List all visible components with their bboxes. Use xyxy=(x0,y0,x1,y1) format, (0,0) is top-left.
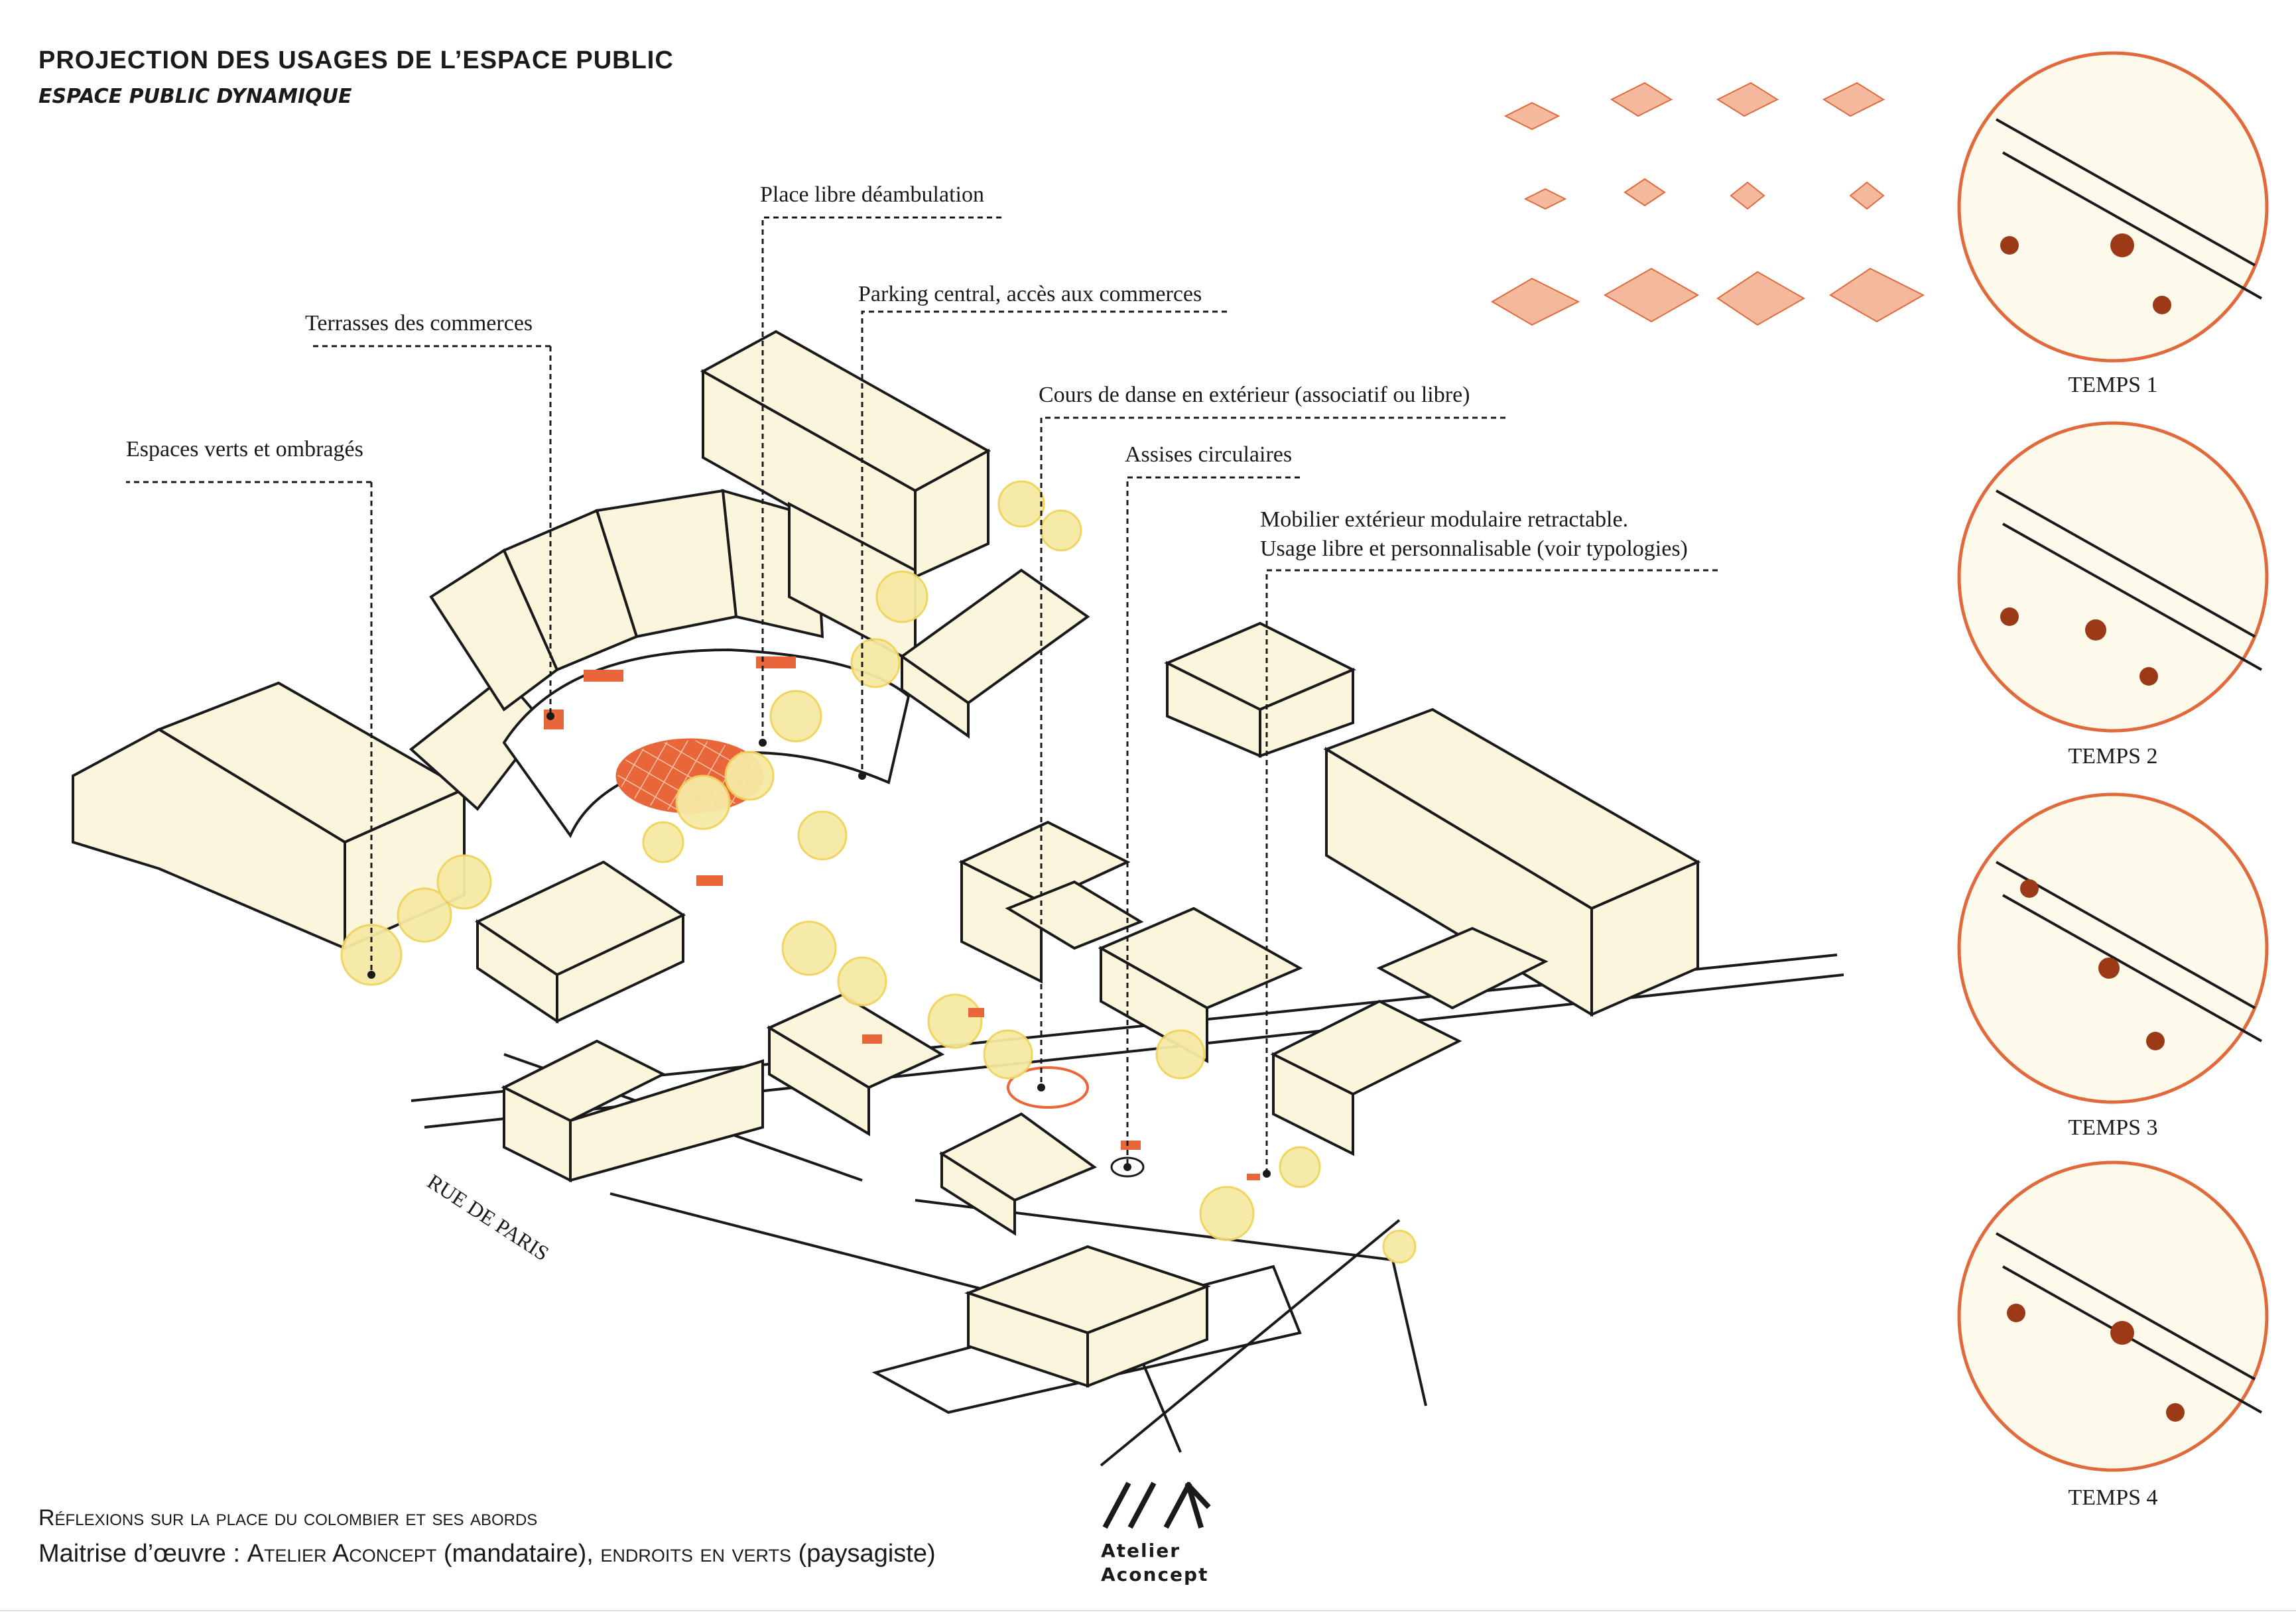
temps-label-2: TEMPS 2 xyxy=(2068,744,2158,769)
callout-assises: Assises circulaires xyxy=(1125,442,1293,467)
modular-furniture xyxy=(544,656,1260,1180)
callout-mobilier-line2: Usage libre et personnalisable (voir typ… xyxy=(1260,536,1688,561)
temps-label-4: TEMPS 4 xyxy=(2068,1485,2158,1510)
logo-text-line2: Aconcept xyxy=(1101,1564,1209,1585)
callout-place-libre: Place libre déambulation xyxy=(760,182,984,207)
buildings-left xyxy=(72,489,824,951)
callout-mobilier-line1: Mobilier extérieur modulaire retractable… xyxy=(1260,507,1629,532)
round-bench xyxy=(1007,1066,1089,1109)
footer-credits-mid: (mandataire), xyxy=(436,1540,601,1568)
trees xyxy=(340,480,1417,1264)
buildings-upper xyxy=(700,330,1090,739)
callout-espaces-verts: Espaces verts et ombragés xyxy=(126,437,363,462)
footer-credits: Maitrise d’œuvre : Atelier Aconcept (man… xyxy=(38,1540,936,1568)
temps-label-3: TEMPS 3 xyxy=(2068,1115,2158,1140)
temps-vignettes xyxy=(1957,51,2269,1472)
temps-figures xyxy=(2000,233,2185,1422)
page-subtitle: ESPACE PUBLIC DYNAMIQUE xyxy=(38,85,352,108)
buildings-bottom xyxy=(501,993,1211,1388)
temps-label-1: TEMPS 1 xyxy=(2068,373,2158,397)
bottom-divider xyxy=(0,1610,2296,1611)
footer-credits-firm: Atelier Aconcept xyxy=(247,1540,437,1568)
temps-vignette-details xyxy=(1996,118,2262,1414)
leader-lines xyxy=(126,216,1718,1174)
furniture-typologies xyxy=(1491,82,1925,326)
logo-text-line1: Atelier xyxy=(1101,1540,1181,1562)
leader-dots xyxy=(367,712,1271,1178)
callout-terrasses: Terrasses des commerces xyxy=(305,311,533,336)
callout-cours-danse: Cours de danse en extérieur (associatif … xyxy=(1039,383,1470,407)
page-title: PROJECTION DES USAGES DE L’ESPACE PUBLIC xyxy=(38,46,674,74)
footer-credits-end: (paysagiste) xyxy=(791,1540,936,1568)
callout-parking: Parking central, accès aux commerces xyxy=(858,282,1202,306)
footer-credits-prefix: Maitrise d’œuvre : xyxy=(38,1540,247,1568)
buildings-right xyxy=(1164,621,1701,1156)
atelier-aconcept-logo-mark xyxy=(1102,1481,1211,1529)
footer-credits-partner: endroits en verts xyxy=(600,1540,792,1568)
footer-project-title: Réflexions sur la place du colombier et … xyxy=(38,1505,538,1530)
